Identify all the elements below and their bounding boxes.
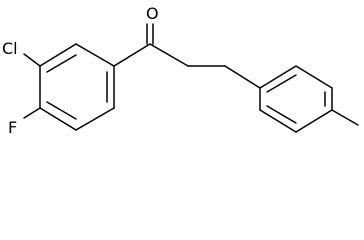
ring-bond — [259, 109, 297, 133]
ring-bond — [295, 109, 333, 133]
methyl-bond — [331, 109, 359, 126]
aromatic-inner-bond — [266, 74, 297, 93]
ring-bond — [75, 43, 115, 67]
chlorine-bond — [23, 53, 41, 67]
ring-bond — [295, 65, 333, 89]
ring-bond — [75, 107, 115, 131]
aromatic-inner-bond — [266, 105, 297, 124]
chain-to-ring-bond — [224, 65, 261, 89]
fluorine-bond — [23, 107, 41, 119]
ring-bond — [259, 65, 297, 89]
oxygen-label: O — [146, 4, 159, 23]
structure-svg: O Cl F — [2, 4, 359, 137]
fluorine-label: F — [8, 118, 17, 137]
left-benzene-ring — [39, 43, 115, 131]
ring-bond — [39, 43, 77, 67]
aromatic-inner-bond — [46, 101, 77, 120]
aromatic-inner-bond — [46, 54, 77, 73]
chlorine-label: Cl — [2, 39, 18, 58]
molecule-diagram: O Cl F — [2, 4, 359, 137]
ring-to-carbonyl-bond — [113, 43, 151, 67]
chain-bond — [149, 43, 189, 67]
ring-bond — [39, 107, 77, 131]
right-benzene-ring — [259, 65, 333, 133]
